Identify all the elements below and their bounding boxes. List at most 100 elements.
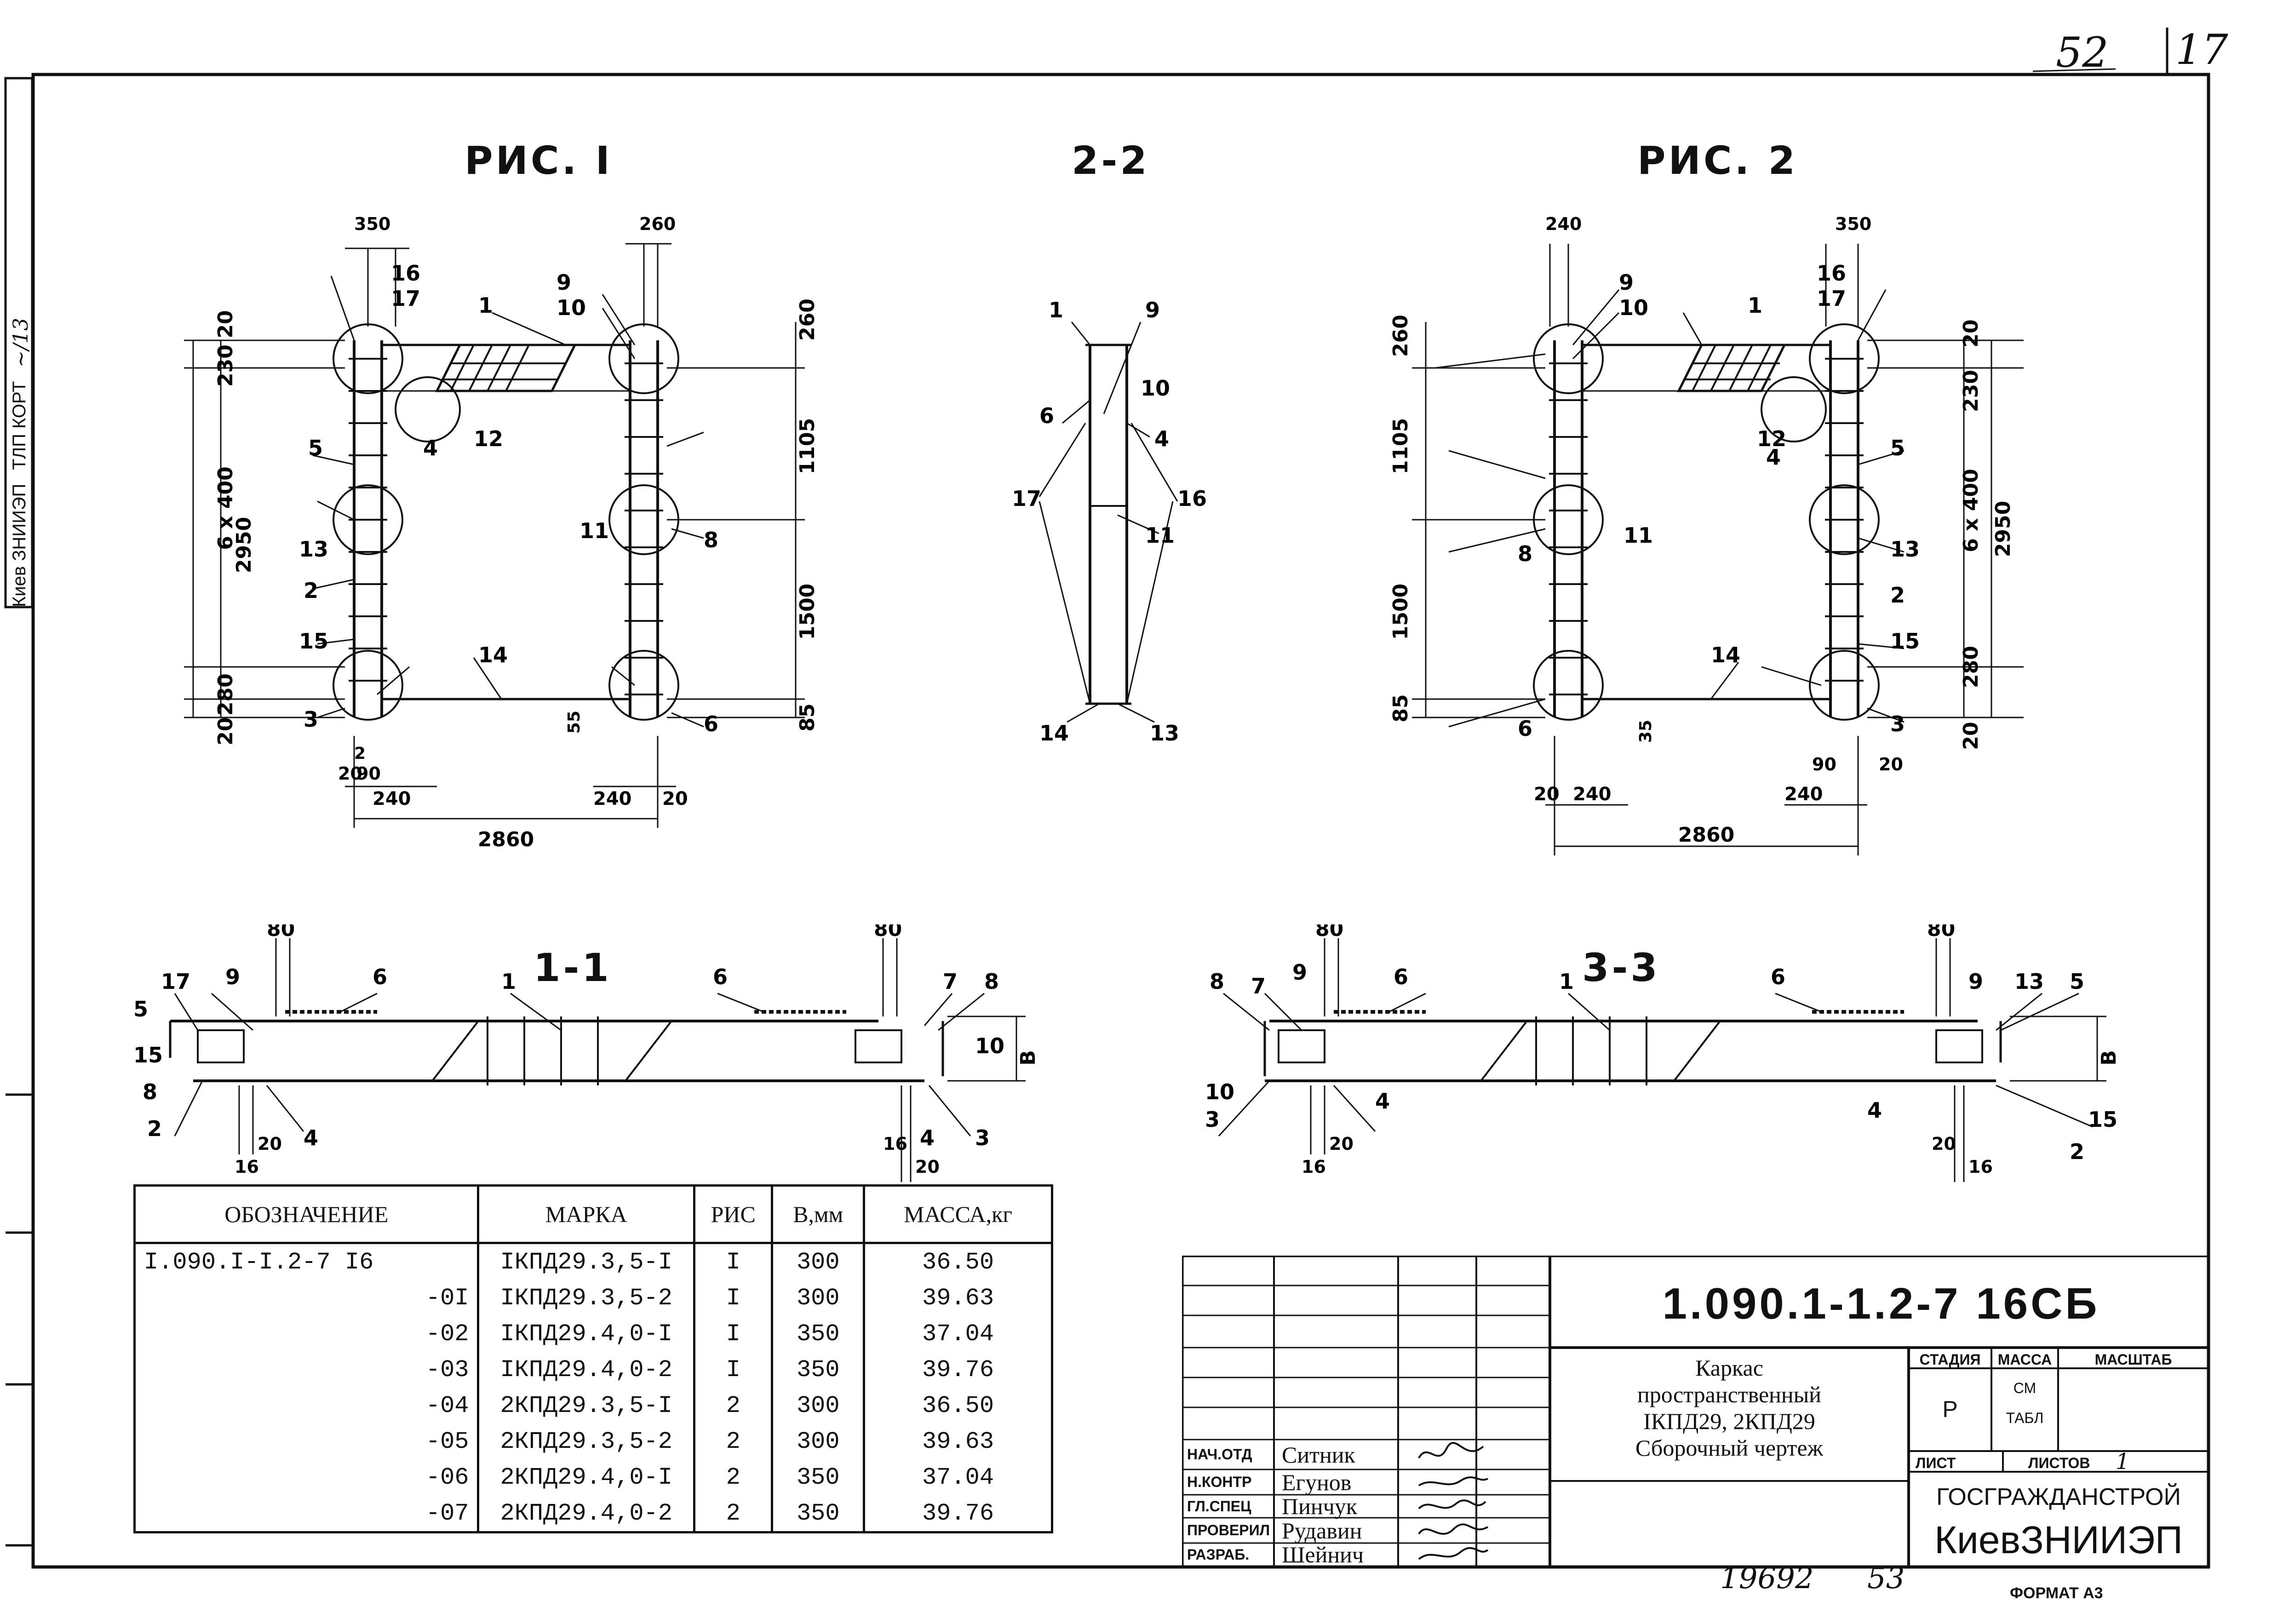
doc-number: 1.090.1-1.2-7 16СБ bbox=[1662, 1279, 2100, 1328]
sec11-callout-8b: 8 bbox=[143, 1079, 157, 1104]
fig2-callout-12: 12 bbox=[1757, 426, 1786, 451]
fig1-dim-bot-e: 20 bbox=[662, 788, 688, 809]
signature-row: РАЗРАБ. Шейнич bbox=[1184, 1542, 1548, 1567]
sec11-callout-7: 7 bbox=[943, 969, 958, 994]
spec-cell-mark: 2КПД29.4,0-2 bbox=[477, 1495, 695, 1533]
sec33-callout-8: 8 bbox=[1210, 969, 1224, 994]
fig2-dim-left-mid: 1105 bbox=[1389, 418, 1412, 474]
fig2-dim-right-bot: 280 bbox=[1959, 646, 1983, 688]
spec-header-row: ОБОЗНАЧЕНИЕ МАРКА РИС В,мм МАССА,кг bbox=[133, 1184, 1053, 1244]
table-row: -04 2КПД29.3,5-I 2 300 36.50 bbox=[133, 1388, 1053, 1423]
spec-header: РИС bbox=[693, 1184, 774, 1244]
fig2-callout-14: 14 bbox=[1711, 643, 1740, 667]
fig2-callout-10: 10 bbox=[1619, 295, 1648, 320]
fig2-dim-total: 2860 bbox=[1678, 823, 1734, 847]
spec-cell-b: 300 bbox=[771, 1280, 866, 1316]
fig2-title: РИС. 2 bbox=[1637, 138, 1798, 183]
table-row: -05 2КПД29.3,5-2 2 300 39.63 bbox=[133, 1423, 1053, 1459]
spec-cell-b: 300 bbox=[771, 1423, 866, 1459]
signature-row: ПРОВЕРИЛ Рудавин bbox=[1184, 1518, 1548, 1544]
title-block-grid bbox=[1182, 1256, 2210, 1568]
sec33-drawing: 80 80 16 20 20 16 В 8 7 9 6 1 6 9 13 5 1… bbox=[1205, 924, 2121, 1182]
sec22-callout-1: 1 bbox=[1049, 298, 1063, 322]
spec-cell-b: 350 bbox=[771, 1459, 866, 1495]
sec11-title: 1-1 bbox=[534, 945, 612, 990]
fig2-dim-bot-b: 240 bbox=[1573, 784, 1612, 805]
fig1-dim-bot-b: 90 bbox=[356, 763, 381, 784]
inventory-number: 19692 bbox=[1720, 1561, 1814, 1595]
spec-cell-mass: 39.76 bbox=[863, 1495, 1053, 1533]
fig2-callout-6: 6 bbox=[1518, 716, 1532, 741]
stage-value: Р bbox=[1942, 1396, 1958, 1422]
fig2-dim-35: 35 bbox=[1636, 720, 1655, 743]
spec-cell-designation: I.090.I-I.2-7 I6 bbox=[133, 1243, 480, 1280]
fig2-dim-top-b: 350 bbox=[1835, 214, 1871, 234]
fig2-drawing: 260 1105 1500 85 20 230 6 x 400 2950 280… bbox=[1389, 214, 2024, 855]
spec-cell-fig: I bbox=[693, 1243, 774, 1280]
fig1-dim-55: 55 bbox=[565, 711, 584, 734]
spec-cell-fig: 2 bbox=[693, 1388, 774, 1423]
fig1-dim-right-top: 260 bbox=[796, 298, 819, 341]
signature-role: ГЛ.СПЕЦ bbox=[1187, 1498, 1251, 1515]
spec-cell-designation: -06 bbox=[133, 1459, 480, 1495]
fig2-dim-left-top: 260 bbox=[1389, 315, 1412, 357]
fig1-dim-top-b: 260 bbox=[639, 214, 676, 234]
signature-role: НАЧ.ОТД bbox=[1187, 1446, 1252, 1463]
sec11-callout-15: 15 bbox=[133, 1043, 163, 1067]
fig1-dim-left-mid: 6 x 400 bbox=[214, 466, 237, 550]
fig1-callout-17: 17 bbox=[391, 286, 420, 311]
doc-title: Каркас пространственный IКПД29, 2КПД29 С… bbox=[1555, 1354, 1904, 1461]
fig2-callout-17: 17 bbox=[1817, 286, 1846, 311]
sec33-callout-3: 3 bbox=[1205, 1107, 1220, 1132]
spec-cell-mark: IКПД29.4,0-2 bbox=[477, 1352, 695, 1388]
fig1-callout-13: 13 bbox=[299, 537, 328, 562]
spec-cell-designation: -03 bbox=[133, 1352, 480, 1388]
sec11-callout-2: 2 bbox=[147, 1116, 162, 1141]
signature-role: РАЗРАБ. bbox=[1187, 1546, 1250, 1563]
fig2-callout-15: 15 bbox=[1890, 629, 1920, 654]
fig1-callout-4: 4 bbox=[423, 436, 438, 460]
fig1-dim-right-mid: 1105 bbox=[796, 418, 819, 474]
fig1-dim-top-a: 350 bbox=[354, 214, 390, 234]
sec33-callout-10: 10 bbox=[1205, 1079, 1234, 1104]
sec33-dim-16: 16 bbox=[1302, 1157, 1326, 1177]
fig1-drawing: 2950 6 x 400 230 20 280 20 260 1105 1500… bbox=[184, 214, 819, 851]
sec11-callout-17: 17 bbox=[161, 969, 190, 994]
table-row: -03 IКПД29.4,0-2 I 350 39.76 bbox=[133, 1352, 1053, 1388]
spec-cell-mass: 37.04 bbox=[863, 1316, 1053, 1352]
spec-table: ОБОЗНАЧЕНИЕ МАРКА РИС В,мм МАССА,кг I.09… bbox=[133, 1184, 1053, 1533]
sheet-corner-mark: 17 bbox=[2175, 26, 2228, 74]
fig1-dim-bot-a: 20 bbox=[338, 763, 362, 784]
org-line-2: КиевЗНИИЭП bbox=[1934, 1518, 2183, 1561]
fig2-dim-top-a: 240 bbox=[1545, 214, 1582, 234]
spec-header: ОБОЗНАЧЕНИЕ bbox=[133, 1184, 480, 1244]
sec33-b-label: В bbox=[2097, 1050, 2121, 1066]
fig2-callout-11: 11 bbox=[1624, 523, 1653, 548]
sec11-dim-16-right: 16 bbox=[883, 1134, 907, 1154]
sec22-callout-16: 16 bbox=[1177, 486, 1207, 511]
sec33-callout-13: 13 bbox=[2014, 969, 2044, 994]
spec-cell-mass: 39.63 bbox=[863, 1280, 1053, 1316]
sec22-drawing: 1 9 10 6 4 17 16 11 14 13 bbox=[1012, 298, 1207, 746]
fig2-dim-bot-c: 240 bbox=[1784, 784, 1823, 805]
fig1-callout-2: 2 bbox=[304, 578, 318, 603]
fig1-callout-15: 15 bbox=[299, 629, 328, 654]
mass-note-1: СМ bbox=[2013, 1380, 2037, 1396]
spec-cell-mass: 36.50 bbox=[863, 1243, 1053, 1280]
sec22-callout-11: 11 bbox=[1145, 523, 1175, 548]
spec-cell-mass: 39.63 bbox=[863, 1423, 1053, 1459]
spec-header: МАССА,кг bbox=[863, 1184, 1053, 1244]
sec33-callout-5: 5 bbox=[2070, 969, 2084, 994]
spec-cell-mark: 2КПД29.4,0-I bbox=[477, 1459, 695, 1495]
sec11-callout-4b: 4 bbox=[920, 1125, 935, 1150]
signature-row: ГЛ.СПЕЦ Пинчук bbox=[1184, 1493, 1548, 1519]
fig2-dim-left-bot: 85 bbox=[1389, 694, 1412, 722]
sec33-callout-4b: 4 bbox=[1867, 1098, 1882, 1123]
stage-header: СТАДИЯ bbox=[1919, 1351, 1981, 1368]
fig1-dim-2: 2 bbox=[354, 744, 366, 763]
fig1-dim-left-bot: 280 bbox=[214, 673, 237, 716]
spec-cell-designation: -0I bbox=[133, 1280, 480, 1316]
signature-row: Н.КОНТР Егунов bbox=[1184, 1469, 1548, 1495]
spec-cell-fig: 2 bbox=[693, 1423, 774, 1459]
